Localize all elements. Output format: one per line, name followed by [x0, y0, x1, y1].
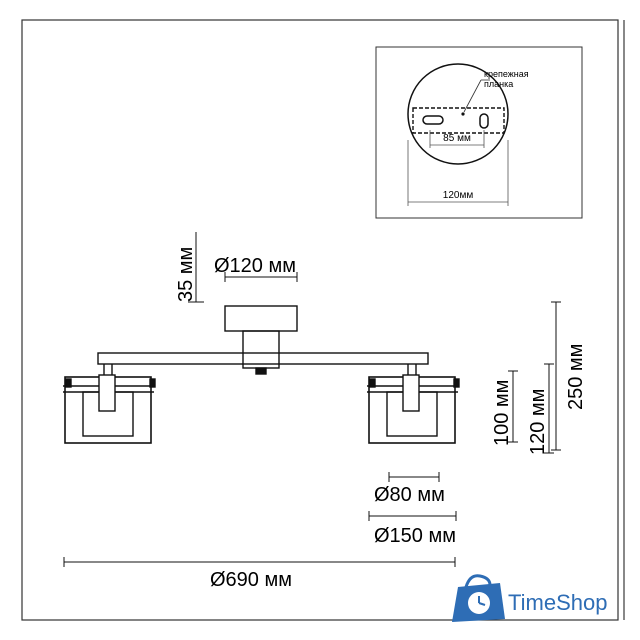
shopping-bag-clock-icon [452, 574, 505, 622]
total-width-label: Ø690 мм [210, 569, 292, 591]
timeshop-logo: TimeShop [452, 574, 607, 622]
hole-spacing-label: 85 мм [443, 133, 471, 144]
canopy-stem [242, 330, 280, 369]
canopy-screw [255, 367, 267, 375]
drawing-frame [21, 19, 619, 621]
shade-diameter-outer-label: Ø150 мм [374, 525, 456, 547]
lamp-arm [97, 352, 429, 365]
shade-height-inner-label: 100 мм [491, 380, 513, 446]
canopy [224, 305, 298, 332]
lamp-body [63, 305, 460, 444]
total-height-label: 250 мм [565, 344, 587, 410]
canopy-diameter-label: Ø120 мм [214, 255, 296, 277]
brand-name: TimeShop [508, 590, 607, 615]
right-shade [367, 364, 460, 444]
shade-height-outer-label: 120 мм [527, 389, 549, 455]
plate-label-line: планка [484, 79, 513, 89]
dimension-lines [63, 232, 561, 567]
plate-diameter-label: 120мм [443, 190, 474, 201]
canopy-height-label: 35 мм [175, 247, 197, 302]
left-shade [63, 364, 156, 444]
plate-label-line: крепежная [484, 69, 529, 79]
shade-diameter-inner-label: Ø80 мм [374, 484, 445, 506]
